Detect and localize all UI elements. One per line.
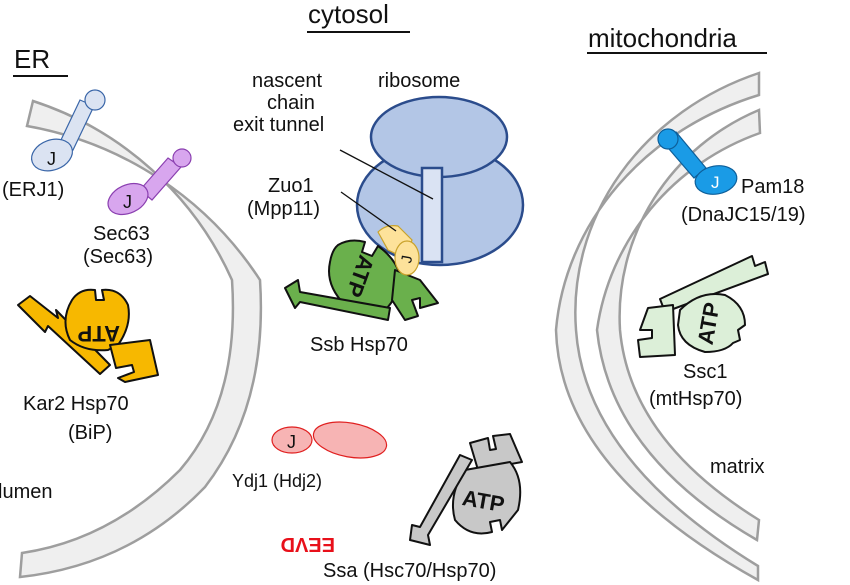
erj1-name: (ERJ1) — [2, 179, 64, 201]
er-title: ER — [14, 44, 50, 74]
kar2-atp-label: ATP — [78, 321, 120, 346]
exit-tunnel-annotation: nascent chain exit tunnel — [233, 70, 434, 200]
er-membrane — [18, 99, 263, 579]
zuo1-pointer — [340, 191, 397, 232]
sec63-name-line2: (Sec63) — [83, 246, 153, 268]
ssa-name: Ssa (Hsc70/Hsp70) — [323, 560, 496, 582]
ssb-hsp70: ATP Ssb Hsp70 — [284, 239, 439, 356]
ribosome-small-subunit — [369, 95, 509, 179]
kar2-hsp70: ATP Kar2 Hsp70 (BiP) — [17, 288, 159, 444]
pam18-tm-head — [657, 128, 679, 150]
ssb-sbd — [391, 269, 439, 321]
exit-tunnel-label-line3: exit tunnel — [233, 114, 324, 136]
pam18-j-domain — [694, 165, 738, 195]
erj1-protein: J (ERJ1) — [2, 89, 106, 201]
kar2-name-line1: Kar2 Hsp70 — [23, 393, 129, 415]
ssa-eevd-motif: EEVD — [281, 533, 335, 555]
cytosol-title: cytosol — [308, 0, 389, 29]
ssc1-nbd — [677, 293, 746, 353]
erj1-j-domain — [31, 138, 73, 172]
matrix-label: matrix — [710, 456, 764, 478]
ydj1-j-label: J — [287, 432, 296, 452]
pam18-name-line2: (DnaJC15/19) — [681, 204, 806, 226]
exit-tunnel — [420, 166, 444, 264]
kar2-sbd — [109, 339, 159, 383]
ssb-lid — [284, 279, 391, 321]
pam18-j-label: J — [711, 173, 720, 192]
kar2-nbd — [64, 288, 130, 352]
pam18-name-line1: Pam18 — [741, 176, 804, 198]
mitochondria-compartment: mitochondria matrix — [554, 23, 767, 583]
exit-tunnel-label-line2: chain — [267, 92, 315, 114]
zuo1-name-line1: Zuo1 — [268, 175, 314, 197]
sec63-protein: J Sec63 (Sec63) — [83, 148, 192, 268]
exit-tunnel-pointer — [339, 149, 434, 200]
zuo1-j-label: J — [398, 254, 416, 264]
ssa-lid — [409, 454, 473, 546]
ydj1-j-domain — [271, 426, 313, 454]
sec63-j-label: J — [123, 192, 132, 212]
kar2-lid — [17, 295, 111, 375]
lumen-label: lumen — [0, 481, 52, 503]
erj1-tm-head — [84, 89, 106, 111]
pam18-protein: J Pam18 (DnaJC15/19) — [657, 128, 806, 226]
ydj1-name: Ydj1 (Hdj2) — [232, 471, 322, 491]
ssa-nbd — [452, 461, 522, 535]
zuo1-j-domain — [394, 240, 420, 276]
ydj1-body — [312, 421, 388, 459]
kar2-name-line2: (BiP) — [68, 422, 112, 444]
zuo1-name-line2: (Mpp11) — [247, 198, 320, 220]
sec63-name-line1: Sec63 — [93, 223, 150, 245]
ssc1-sbd — [637, 304, 676, 358]
ssa-hsp70: ATP EEVD Ssa (Hsc70/Hsp70) — [281, 433, 523, 582]
zuo1-protein: J Zuo1 (Mpp11) — [247, 175, 420, 276]
ssc1-hsp70: ATP Ssc1 (mtHsp70) — [637, 255, 769, 410]
ssc1-name-line1: Ssc1 — [683, 361, 727, 383]
sec63-j-domain — [107, 182, 149, 216]
ssb-name: Ssb Hsp70 — [310, 334, 408, 356]
erj1-j-label: J — [47, 149, 56, 169]
exit-tunnel-label-line1: nascent — [252, 70, 322, 92]
ssc1-name-line2: (mtHsp70) — [649, 388, 742, 410]
ydj1-protein: J Ydj1 (Hdj2) — [232, 421, 388, 491]
mitochondria-inner-membrane — [595, 108, 762, 543]
ribosome-label: ribosome — [378, 70, 460, 92]
mitochondria-outer-membrane — [554, 71, 761, 583]
er-compartment: ER lumen — [0, 44, 263, 579]
mitochondria-title: mitochondria — [588, 23, 737, 53]
cytosol-compartment: cytosol — [307, 0, 410, 33]
sec63-tm-head — [172, 148, 192, 168]
